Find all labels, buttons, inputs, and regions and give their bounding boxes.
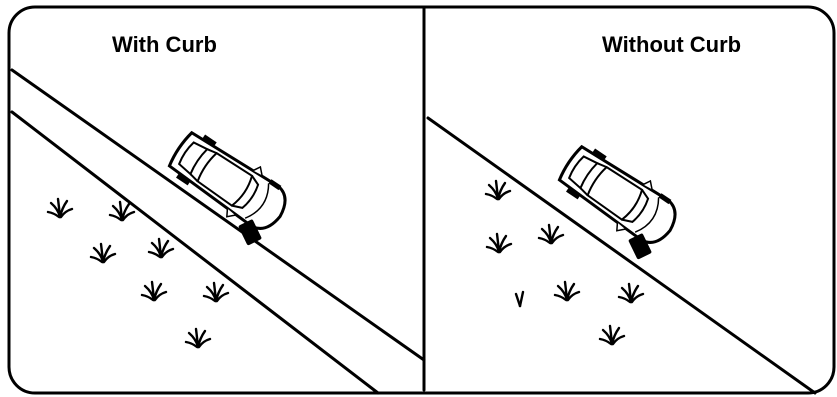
panel-title-without-curb: Without Curb — [602, 32, 741, 57]
road-edge — [428, 118, 815, 393]
car-without-curb — [545, 137, 687, 265]
panel-with-curb: With Curb — [12, 32, 424, 393]
panel-without-curb: Without Curb — [428, 32, 815, 393]
grass-tufts-left — [48, 199, 228, 347]
curb-top-edge — [12, 70, 424, 360]
panel-title-with-curb: With Curb — [112, 32, 217, 57]
outer-frame — [9, 7, 834, 393]
